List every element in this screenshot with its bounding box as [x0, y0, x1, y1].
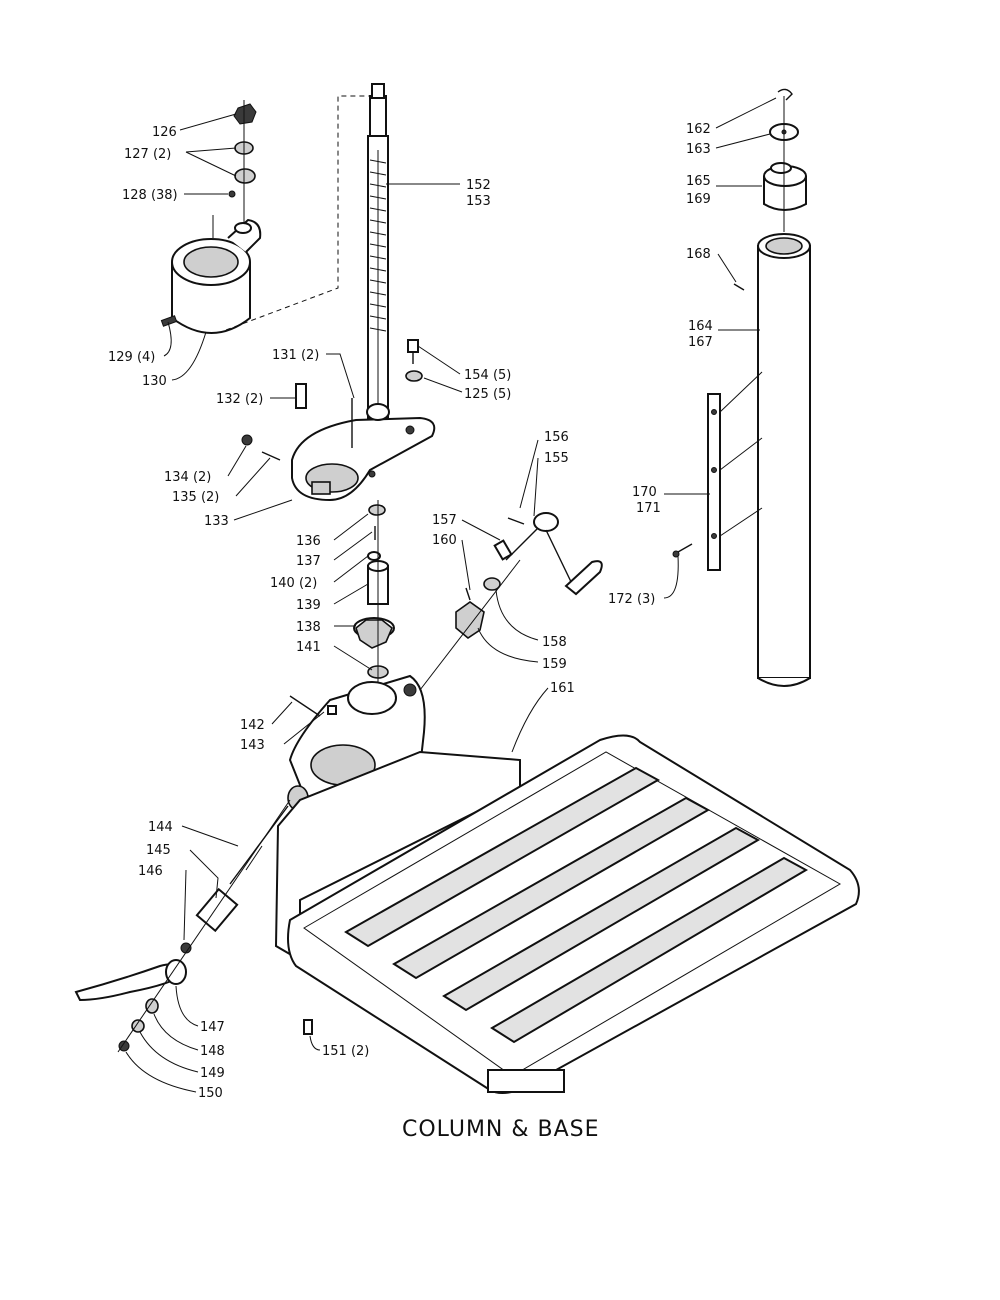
- rack-teeth: [369, 159, 387, 332]
- part-128-ball: [228, 190, 236, 198]
- part-135-stud: [261, 451, 281, 461]
- callout-160: 160: [432, 533, 457, 548]
- part-165-collar: [763, 162, 807, 211]
- part-168-pin: [733, 283, 745, 291]
- diagram-title: COLUMN & BASE: [402, 1117, 600, 1142]
- part-149-washer: [131, 1019, 145, 1033]
- callout-147: 147: [200, 1020, 225, 1035]
- callout-144: 144: [148, 820, 173, 835]
- part-162-screw: [777, 88, 793, 101]
- part-148-washer: [145, 998, 159, 1014]
- callout-155: 155: [544, 451, 569, 466]
- callout-126: 126: [152, 125, 177, 140]
- callout-162: 162: [686, 122, 711, 137]
- callout-132: 132 (2): [216, 392, 263, 407]
- callout-151: 151 (2): [322, 1044, 369, 1059]
- part-130-clamp-ring: [171, 215, 262, 334]
- callout-142: 142: [240, 718, 265, 733]
- callout-131: 131 (2): [272, 348, 319, 363]
- part-161-base-casting: [274, 734, 860, 1094]
- callout-125: 125 (5): [464, 387, 511, 402]
- callout-163: 163: [686, 142, 711, 157]
- callout-159: 159: [542, 657, 567, 672]
- callout-154: 154 (5): [464, 368, 511, 383]
- rack-to-column-leaders: [719, 371, 763, 537]
- callout-143: 143: [240, 738, 265, 753]
- callout-148: 148: [200, 1044, 225, 1059]
- callout-152: 152: [466, 178, 491, 193]
- part-160-setscrew: [465, 587, 471, 601]
- part-129-setscrew: [160, 315, 178, 327]
- part-157-key: [493, 539, 513, 561]
- callout-168: 168: [686, 247, 711, 262]
- callout-171: 171: [636, 501, 661, 516]
- callout-156: 156: [544, 430, 569, 445]
- part-147-lock-handle: [74, 959, 187, 1002]
- callout-137: 137: [296, 554, 321, 569]
- part-155-crank-handle: [505, 512, 603, 596]
- callout-127: 127 (2): [124, 147, 171, 162]
- callout-146: 146: [138, 864, 163, 879]
- callout-128: 128 (38): [122, 188, 178, 203]
- callout-169: 169: [686, 192, 711, 207]
- part-132-key: [295, 383, 307, 409]
- callout-150: 150: [198, 1086, 223, 1101]
- callout-141: 141: [296, 640, 321, 655]
- part-142-screw: [289, 695, 337, 717]
- part-138-bevel-gear: [353, 617, 395, 649]
- callout-161: 161: [550, 681, 575, 696]
- part-134-nut: [241, 434, 253, 446]
- part-158-washer: [483, 577, 501, 591]
- part-125-washer: [405, 370, 423, 382]
- part-164-column-tube: [757, 233, 811, 687]
- callout-149: 149: [200, 1066, 225, 1081]
- callout-139: 139: [296, 598, 321, 613]
- part-172-screw: [672, 543, 693, 558]
- callout-157: 157: [432, 513, 457, 528]
- leader-lines: [125, 97, 777, 1093]
- callout-164: 164: [688, 319, 713, 334]
- callout-135: 135 (2): [172, 490, 219, 505]
- part-133-bracket: [291, 403, 436, 502]
- shaft-axis: [117, 799, 291, 1053]
- part-150-nut: [118, 1040, 130, 1052]
- crank-axis: [419, 559, 521, 691]
- part-170-rack: [707, 393, 721, 571]
- base-t-slots: [344, 766, 809, 1044]
- part-159-pinion: [455, 601, 485, 639]
- callout-133: 133: [204, 514, 229, 529]
- callout-136: 136: [296, 534, 321, 549]
- callout-170: 170: [632, 485, 657, 500]
- part-154-screw: [407, 339, 419, 364]
- part-136-washer: [368, 504, 386, 516]
- part-145-sleeve: [195, 887, 239, 933]
- part-127-washer-lower: [234, 168, 256, 184]
- callout-130: 130: [142, 374, 167, 389]
- part-156-screw: [507, 517, 525, 525]
- base-foot: [487, 1069, 565, 1093]
- callout-172: 172 (3): [608, 592, 655, 607]
- callout-165: 165: [686, 174, 711, 189]
- callout-140: 140 (2): [270, 576, 317, 591]
- callout-167: 167: [688, 335, 713, 350]
- part-126-nut: [233, 103, 257, 125]
- callout-158: 158: [542, 635, 567, 650]
- callout-145: 145: [146, 843, 171, 858]
- part-152-rack: [367, 83, 389, 419]
- callout-labels: 126 127 (2) 128 (38) 129 (4) 130 131 (2)…: [108, 122, 713, 1101]
- callout-153: 153: [466, 194, 491, 209]
- part-151-plug: [303, 1019, 313, 1035]
- callout-134: 134 (2): [164, 470, 211, 485]
- callout-129: 129 (4): [108, 350, 155, 365]
- callout-138: 138: [296, 620, 321, 635]
